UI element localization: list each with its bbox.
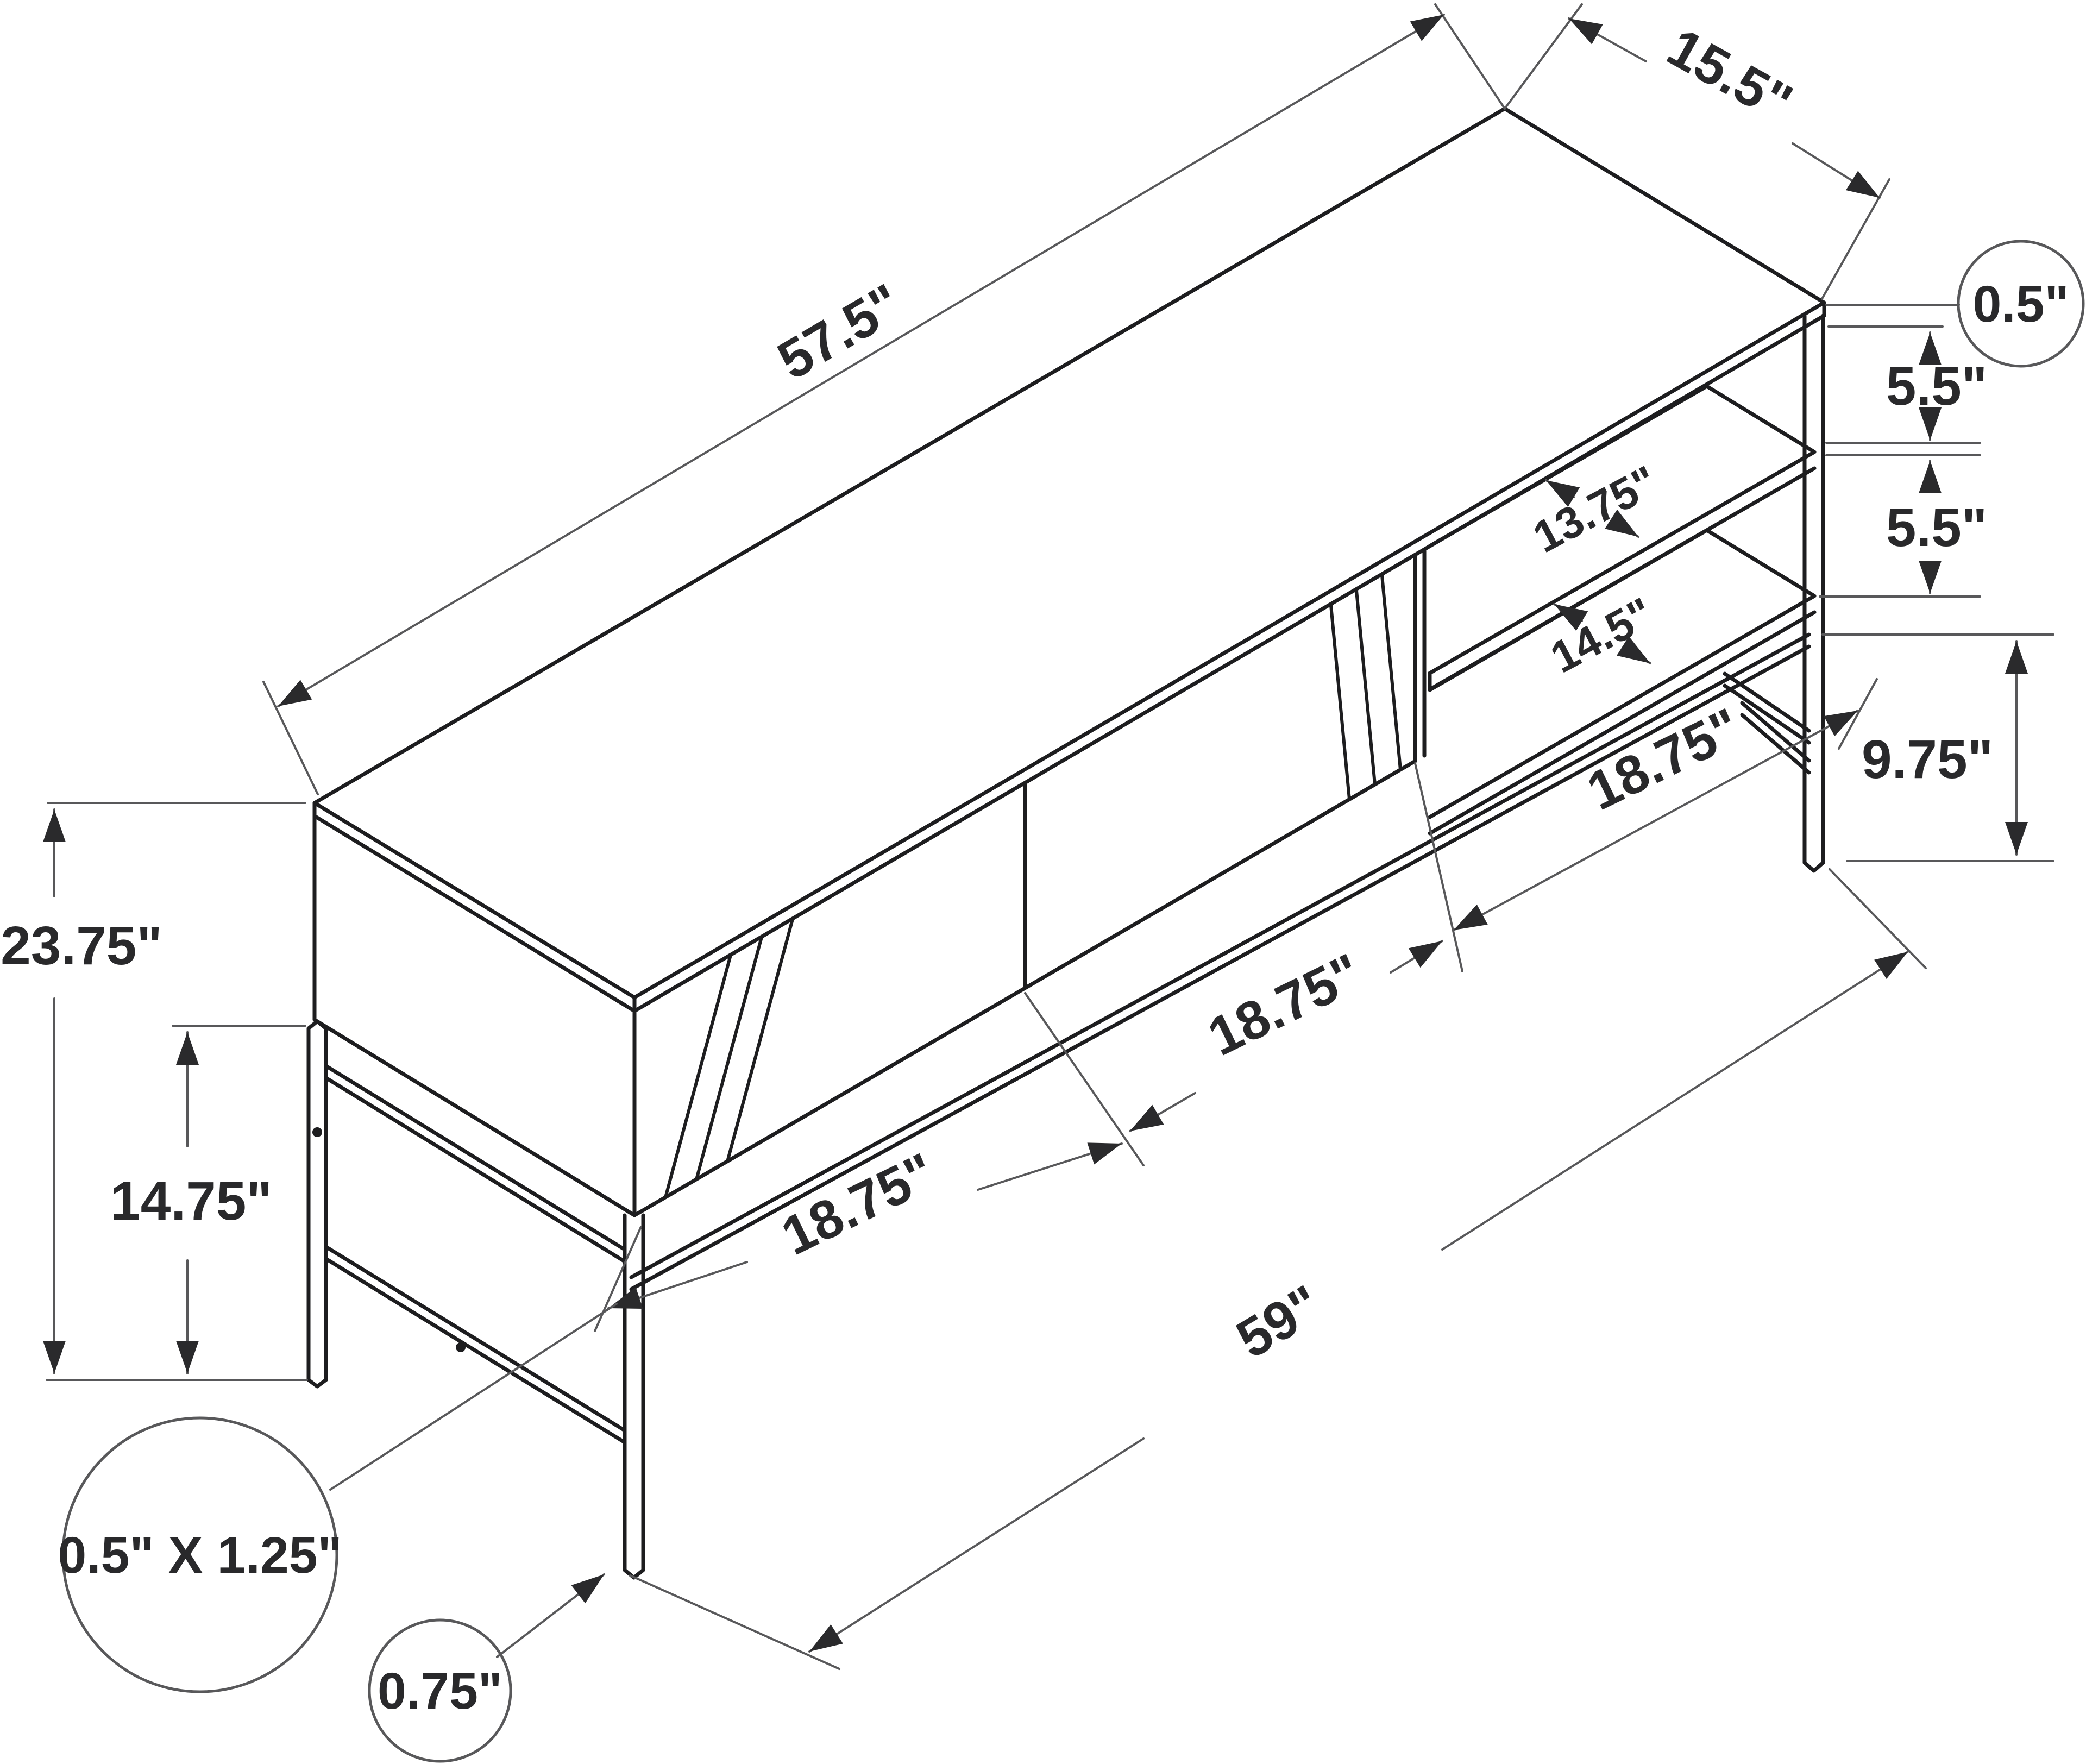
dim-leg-height-label: 14.75" <box>110 1171 272 1232</box>
dimension-arrowhead <box>1605 509 1638 537</box>
dimension-arrowhead <box>1408 941 1442 968</box>
dimension-arrowhead <box>1874 952 1908 980</box>
dimension-arrowhead <box>1130 1104 1164 1131</box>
dim-shelf-to-shelf-gap-label: 5.5" <box>1886 497 1987 558</box>
dimension-arrowhead <box>1824 711 1858 737</box>
furniture-top-panel <box>312 106 1826 1013</box>
screw-hole <box>312 1127 322 1137</box>
top-thickness-circle <box>1957 240 2085 368</box>
dimension-arrowhead <box>1554 604 1588 631</box>
furniture-upper-shelf <box>1428 384 1817 692</box>
dim-door2-width: 18.75" <box>1129 762 1463 1132</box>
dim-top-length: 57.5" <box>262 3 1506 795</box>
dim-overall-height: 23.75" <box>1 802 308 1381</box>
dim-top-thickness-label: 0.5" <box>1972 275 2069 333</box>
dim-top-depth: 15.5" <box>1504 3 1890 300</box>
dim-leg-height: 14.75" <box>110 1025 306 1374</box>
dimension-arrowhead <box>1546 480 1580 507</box>
dimension-arrowhead <box>1845 171 1880 198</box>
dim-open-bottom-height: 9.75" <box>1821 633 2054 862</box>
dimension-arrowhead <box>1410 15 1444 41</box>
dimension-arrowhead <box>43 809 66 842</box>
leg-thickness-circle <box>368 1618 512 1763</box>
dim-leg-thickness-callout: 0.75" <box>368 1573 605 1763</box>
dimension-arrowhead <box>1919 561 1942 593</box>
dimension-arrowhead <box>43 1341 66 1373</box>
dim-upper-shelf-depth: 13.75" <box>1525 456 1666 562</box>
dimension-arrowhead <box>176 1341 199 1373</box>
dim-door2-width-label: 18.75" <box>1199 942 1371 1068</box>
dim-top-to-shelf-gap-label: 5.5" <box>1886 356 1987 417</box>
dim-shelf-to-shelf-gap: 5.5" <box>1819 460 1987 598</box>
dim-door1-width-label: 18.75" <box>772 1141 945 1267</box>
furniture-left-side-panel <box>312 814 637 1217</box>
dimension-arrowhead <box>2005 822 2028 855</box>
dim-top-depth-label: 15.5" <box>1657 17 1802 134</box>
dim-lower-shelf-depth-label: 14.5" <box>1543 588 1661 683</box>
screw-hole <box>456 1342 466 1352</box>
dimension-arrowhead <box>2005 641 2028 674</box>
dimension-arrowhead <box>176 1032 199 1065</box>
dim-leg-thickness-label: 0.75" <box>378 1662 502 1720</box>
dimension-arrowhead <box>278 680 312 706</box>
dimension-arrowhead <box>1087 1142 1122 1165</box>
dim-door1-width: 18.75" <box>594 992 1145 1332</box>
furniture-front-doors <box>632 549 1427 1217</box>
furniture-base-frame <box>306 632 1811 1580</box>
dimension-arrowhead <box>1919 407 1942 440</box>
dim-top-to-shelf-gap: 5.5" <box>1825 331 1987 456</box>
dimension-arrowhead <box>1569 18 1603 45</box>
dimension-arrowhead <box>1919 332 1942 365</box>
frame-tube-circle <box>61 1416 338 1693</box>
dimension-arrowhead <box>1919 461 1942 493</box>
dim-frame-tube-callout: 0.5" X 1.25" <box>58 1303 618 1693</box>
dimension-arrowhead <box>1454 904 1488 930</box>
door1-groove-stripes <box>664 918 794 1199</box>
dim-lower-shelf-depth: 14.5" <box>1543 588 1661 683</box>
dim-overall-length-label: 59" <box>1227 1273 1332 1370</box>
dim-top-thickness-callout: 0.5" <box>1825 240 2085 368</box>
dimension-arrowhead <box>809 1624 843 1652</box>
dim-upper-shelf-depth-label: 13.75" <box>1525 456 1666 562</box>
door2-groove-stripes <box>1329 574 1402 801</box>
dim-open-bottom-height-label: 9.75" <box>1862 729 1993 790</box>
dimension-arrowhead <box>1617 636 1650 663</box>
dim-frame-tube-label: 0.5" X 1.25" <box>58 1527 342 1584</box>
furniture-right-frame <box>1723 313 1825 873</box>
dim-overall-height-label: 23.75" <box>1 915 162 976</box>
dimension-arrowhead <box>571 1574 604 1604</box>
